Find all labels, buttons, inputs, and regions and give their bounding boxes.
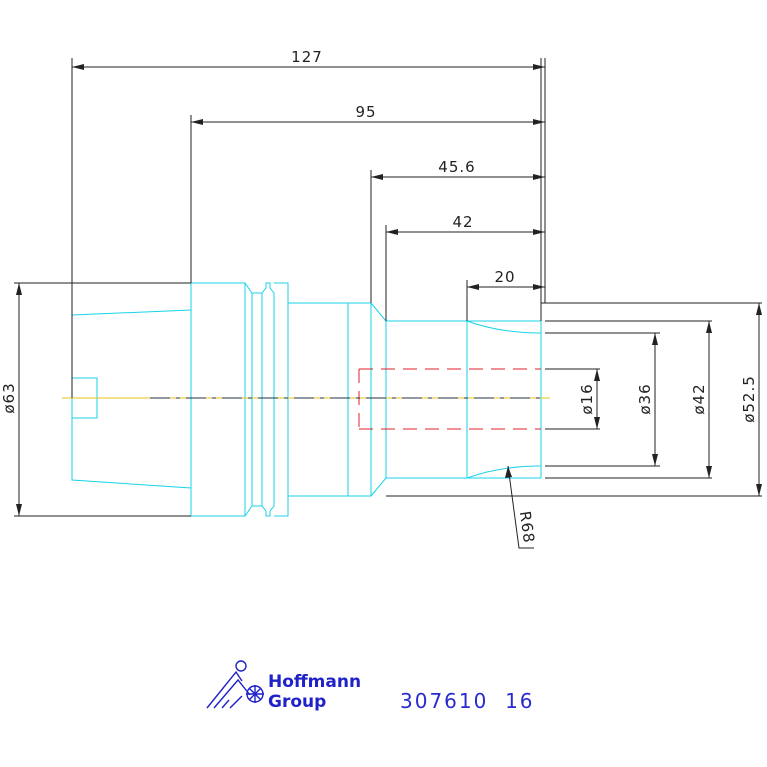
part-number: 307610 16: [400, 689, 535, 713]
dim-127-label: 127: [291, 48, 323, 66]
dim-dia-63-label: ø63: [0, 382, 18, 413]
logo-name-line1: Hoffmann: [268, 672, 361, 692]
dim-42-label: 42: [452, 213, 473, 231]
dim-dia-36-label: ø36: [636, 383, 654, 414]
dim-45-6-label: 45.6: [438, 158, 475, 176]
logo-name-line2: Group: [268, 692, 326, 712]
part-outline: [71, 282, 542, 517]
hoffmann-logo: Hoffmann Group: [206, 660, 361, 712]
dim-dia-42-label: ø42: [690, 383, 708, 414]
logo-emblem-icon: [206, 660, 264, 709]
dim-dia-52-5-label: ø52.5: [740, 375, 758, 423]
dim-20-label: 20: [494, 268, 515, 286]
dim-radius-68-label: R68: [516, 510, 538, 545]
dim-dia-16-label: ø16: [578, 383, 596, 414]
arrowheads: [16, 64, 762, 516]
dim-95-label: 95: [355, 103, 376, 121]
dimension-lines: [14, 58, 762, 549]
hidden-bore: [358, 368, 541, 430]
